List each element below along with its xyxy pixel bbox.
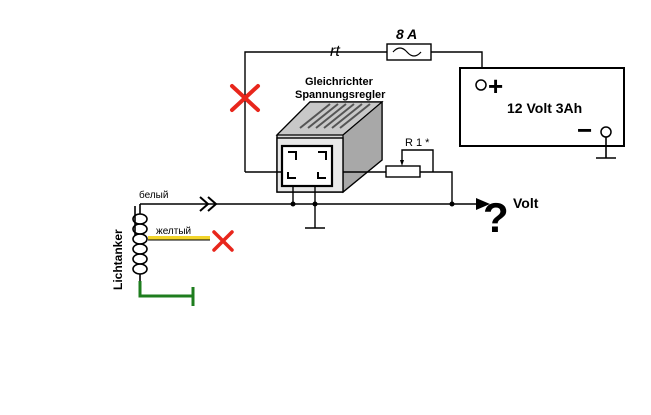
cross-mark-icon xyxy=(212,230,234,252)
battery-minus-terminal xyxy=(600,126,612,138)
cross-mark-icon xyxy=(230,84,260,112)
ground-wire xyxy=(138,281,195,306)
question-mark: ? xyxy=(483,194,509,241)
fuse-icon xyxy=(386,43,432,61)
resistor-label: R 1 * xyxy=(405,137,430,149)
yellow-wire xyxy=(148,236,210,241)
battery-minus-label: − xyxy=(577,115,592,145)
plug-arrow-icon xyxy=(199,196,218,212)
regulator-label-line2: Spannungsregler xyxy=(295,89,386,101)
resistor-r1 xyxy=(343,149,453,204)
white-wire-label: белый xyxy=(139,189,168,201)
battery-label: 12 Volt 3Ah xyxy=(507,100,582,116)
battery xyxy=(459,67,625,147)
regulator-label-line1: Gleichrichter xyxy=(305,76,374,88)
fuse-rating-label: 8 A xyxy=(396,26,417,42)
regulator-pins xyxy=(245,171,325,229)
yellow-wire-label: желтый xyxy=(156,226,191,237)
generator-label: Lichtanker xyxy=(111,229,125,290)
battery-plus-terminal xyxy=(475,79,487,91)
output-label: Volt xyxy=(513,195,539,211)
ground-symbol-icon xyxy=(596,137,616,159)
rt-wire-label: rt xyxy=(330,43,340,60)
regulator xyxy=(275,100,384,194)
generator-coil xyxy=(132,204,148,281)
output-wire xyxy=(140,198,490,210)
battery-plus-label: + xyxy=(488,71,503,101)
